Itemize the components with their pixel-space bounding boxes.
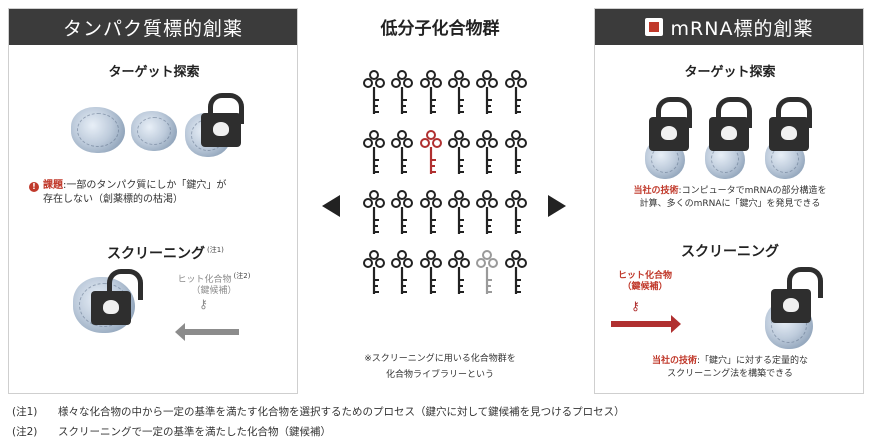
- protein-issue-text: !課題:一部のタンパク質にしか「鍵穴」が 存在しない（創薬標的の枯渇）: [29, 179, 289, 207]
- mrna-panel-title: mRNA標的創薬: [670, 17, 814, 40]
- mrna-tech-screening-text: 当社の技術:「鍵穴」に対する定量的な スクリーニング法を構築できる: [651, 356, 809, 379]
- right-arrow-icon: [611, 315, 681, 333]
- footnote-2: (注2)スクリーニングで一定の基準を満たした化合物（鍵候補）: [12, 426, 331, 438]
- left-triangle-icon: [322, 195, 340, 217]
- compound-key-icon: [476, 190, 499, 236]
- right-triangle-icon: [548, 195, 566, 217]
- compound-key-icon: [363, 70, 386, 116]
- compound-key-icon: [419, 70, 442, 116]
- keyhole-lock-icon: [201, 93, 244, 147]
- keyhole-lock-icon: [709, 97, 752, 151]
- compound-key-icon: [504, 130, 527, 176]
- open-lock-icon: [91, 269, 143, 325]
- compound-key-icon: [391, 190, 414, 236]
- compound-key-icon: [448, 250, 471, 296]
- compound-key-icon: [504, 70, 527, 116]
- compound-key-icon: [504, 250, 527, 296]
- open-lock-icon: [771, 267, 823, 323]
- keyhole-lock-icon: [769, 97, 812, 151]
- compound-key-icon: [419, 190, 442, 236]
- compound-key-icon: [504, 190, 527, 236]
- footnote-1: (注1)様々な化合物の中から一定の基準を満たす化合物を選択するためのプロセス（鍵…: [12, 406, 625, 418]
- protein-panel-title: タンパク質標的創薬: [62, 17, 243, 40]
- compound-key-icon: [476, 70, 499, 116]
- compound-key-icon: [476, 130, 499, 176]
- candidate-key-icon: ⚷: [199, 297, 208, 311]
- protein-hit-compound-label: ヒット化合物(注2) （鍵候補）: [177, 272, 251, 296]
- mrna-panel-header: mRNA標的創薬: [595, 9, 863, 45]
- protein-structure-image: [71, 107, 125, 153]
- compound-key-icon: [448, 130, 471, 176]
- company-logo-icon: [644, 18, 663, 36]
- mrna-hit-compound-label: ヒット化合物 （鍵候補）: [617, 271, 672, 292]
- compound-key-icon: [391, 70, 414, 116]
- compound-key-icon: [391, 250, 414, 296]
- compound-key-icon: [363, 250, 386, 296]
- left-arrow-icon: [175, 323, 239, 341]
- compound-key-icon: [448, 190, 471, 236]
- mrna-tech-search-text: 当社の技術:コンピュータでmRNAの部分構造を 計算、多くのmRNAに「鍵穴」を…: [633, 186, 827, 209]
- compound-key-icon: [363, 190, 386, 236]
- compound-key-icon: [476, 250, 499, 296]
- keyhole-lock-icon: [649, 97, 692, 151]
- alert-icon: !: [29, 182, 39, 192]
- compound-key-icon: [419, 250, 442, 296]
- compound-key-icon: [448, 70, 471, 116]
- candidate-key-icon: ⚷: [631, 299, 640, 313]
- compound-library-title: 低分子化合物群: [380, 19, 500, 39]
- mrna-drug-discovery-panel: mRNA標的創薬 ターゲット探索 当社の技術:コンピュータでmRNAの部分構造を…: [594, 8, 864, 394]
- protein-target-search-title: ターゲット探索: [108, 65, 200, 80]
- protein-drug-discovery-panel: タンパク質標的創薬 ターゲット探索 !課題:一部のタンパク質にしか「鍵穴」が 存…: [8, 8, 298, 394]
- compound-library-note: ※スクリーニングに用いる化合物群を 化合物ライブラリーという: [364, 354, 516, 380]
- mrna-target-search-title: ターゲット探索: [684, 65, 776, 80]
- compound-key-grid: [360, 70, 530, 310]
- compound-key-icon: [391, 130, 414, 176]
- protein-panel-header: タンパク質標的創薬: [9, 9, 297, 45]
- compound-key-icon: [419, 130, 442, 176]
- protein-screening-title: スクリーニング(注1): [107, 246, 224, 262]
- compound-key-icon: [363, 130, 386, 176]
- mrna-screening-title: スクリーニング: [681, 244, 779, 260]
- protein-structure-image: [131, 111, 177, 151]
